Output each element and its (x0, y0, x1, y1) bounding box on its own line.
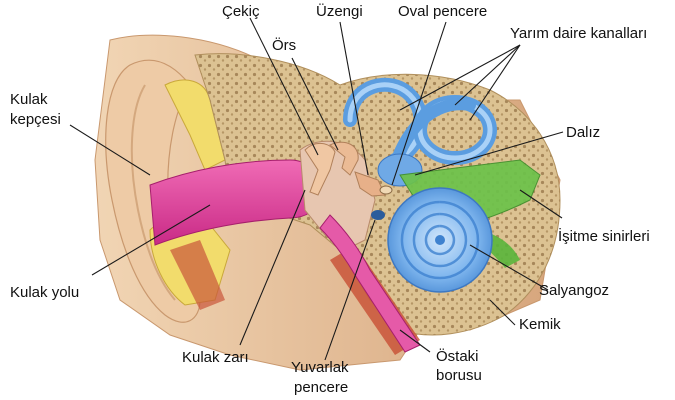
label-yuvarlak-2: pencere (294, 379, 348, 396)
label-kulak-yolu: Kulak yolu (10, 284, 79, 301)
semicircular-canals (343, 77, 497, 171)
leader-yarim-daire-3 (469, 44, 521, 121)
eustachian-tube (319, 214, 421, 353)
label-kemik: Kemik (519, 316, 561, 333)
leader-yarim-daire-1 (399, 44, 521, 111)
label-daliz: Dalız (566, 124, 600, 141)
label-ostaki-2: borusu (436, 367, 482, 384)
round-window (371, 210, 385, 220)
leader-uzengi (339, 21, 369, 176)
leader-yarim-daire-2 (454, 44, 521, 106)
leader-isitme (519, 189, 563, 219)
label-kulak-zari: Kulak zarı (182, 349, 249, 366)
leader-ostaki (399, 329, 431, 353)
stapes (354, 171, 386, 197)
leader-cekic (249, 17, 319, 156)
label-kulak-kepcesi-2: kepçesi (10, 111, 61, 128)
leader-kulak-kepcesi (69, 124, 151, 176)
leader-kemik (489, 299, 516, 326)
label-yuvarlak-1: Yuvarlak (291, 359, 349, 376)
label-oval-pencere: Oval pencere (398, 3, 487, 20)
cartilage (164, 79, 226, 171)
leader-oval-pencere (391, 21, 447, 186)
label-isitme-sinirleri: İşitme sinirleri (558, 227, 650, 245)
label-cekic: Çekiç (222, 3, 260, 20)
incus (329, 141, 359, 176)
oval-window (379, 185, 393, 195)
label-salyangoz: Salyangoz (539, 282, 609, 299)
label-uzengi: Üzengi (316, 2, 363, 20)
label-kulak-kepcesi-1: Kulak (10, 91, 48, 108)
label-ors: Örs (272, 36, 296, 54)
label-ostaki-1: Östaki (436, 347, 479, 365)
leader-kulak-zari (239, 189, 306, 346)
pinna-fold (130, 84, 176, 301)
label-yarim-daire: Yarım daire kanalları (510, 25, 647, 42)
leader-salyangoz (469, 244, 549, 291)
malleus (304, 143, 336, 196)
leader-daliz (414, 131, 564, 176)
leader-yuvarlak (324, 219, 376, 361)
leader-ors (291, 57, 339, 151)
cochlea (387, 187, 493, 293)
muscle-tissue-left (170, 240, 225, 310)
leader-kulak-yolu (91, 204, 211, 276)
